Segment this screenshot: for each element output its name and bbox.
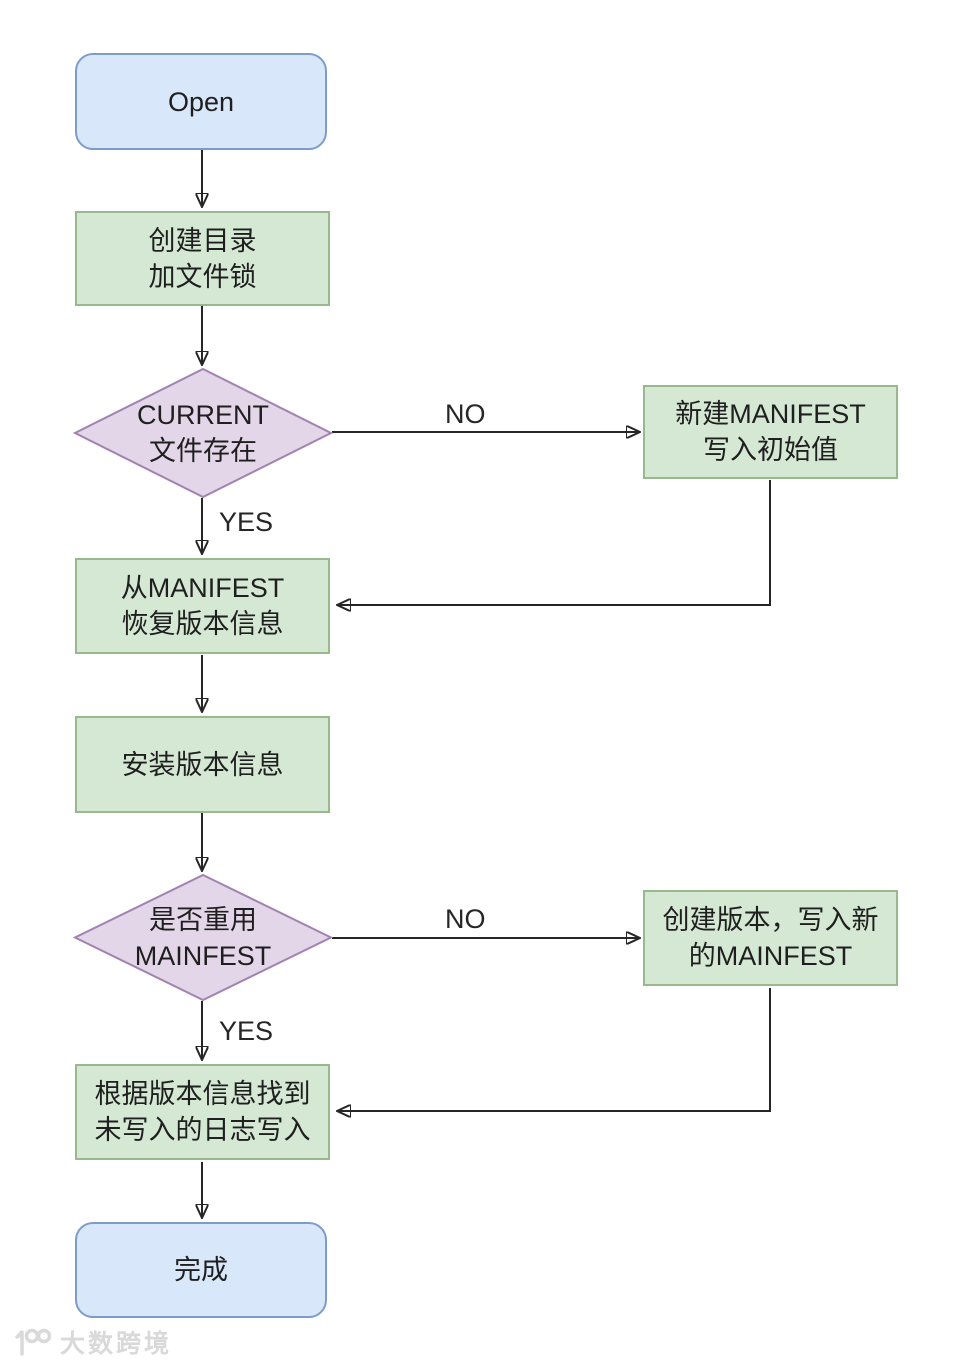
node-write-pending-log: 根据版本信息找到 未写入的日志写入: [75, 1064, 330, 1160]
decision-label: 是否重用 MAINFEST: [134, 904, 272, 971]
node-recover-version-info: 从MANIFEST 恢复版本信息: [75, 558, 330, 654]
node-open: Open: [75, 53, 327, 150]
node-done: 完成: [75, 1222, 327, 1318]
node-new-manifest: 新建MANIFEST 写入初始值: [643, 385, 898, 479]
node-create-version-write-mainfest: 创建版本，写入新 的MAINFEST: [643, 890, 898, 986]
edge-label-yes-1: YES: [219, 507, 274, 537]
diamond-shape: [73, 873, 333, 1002]
edge-label-yes-2: YES: [219, 1016, 274, 1046]
watermark-text: 大数跨境: [60, 1330, 173, 1358]
node-create-dir-lock: 创建目录 加文件锁: [75, 211, 330, 306]
edge-label-no-1: NO: [445, 399, 486, 429]
node-reuse-mainfest: 是否重用 MAINFEST: [73, 873, 333, 1002]
connector-create-version-to-write-log: [338, 988, 771, 1111]
watermark: 大数跨境: [10, 1324, 172, 1360]
edge-label-no-2: NO: [445, 904, 486, 934]
diamond-shape: [73, 367, 333, 499]
dashu-kuajing-logo-icon: [15, 1328, 52, 1356]
node-current-file-exists: CURRENT 文件存在: [73, 367, 333, 499]
connector-new-manifest-to-recover: [338, 480, 771, 605]
decision-label: CURRENT 文件存在: [137, 400, 269, 466]
node-install-version-info: 安装版本信息: [75, 716, 330, 813]
